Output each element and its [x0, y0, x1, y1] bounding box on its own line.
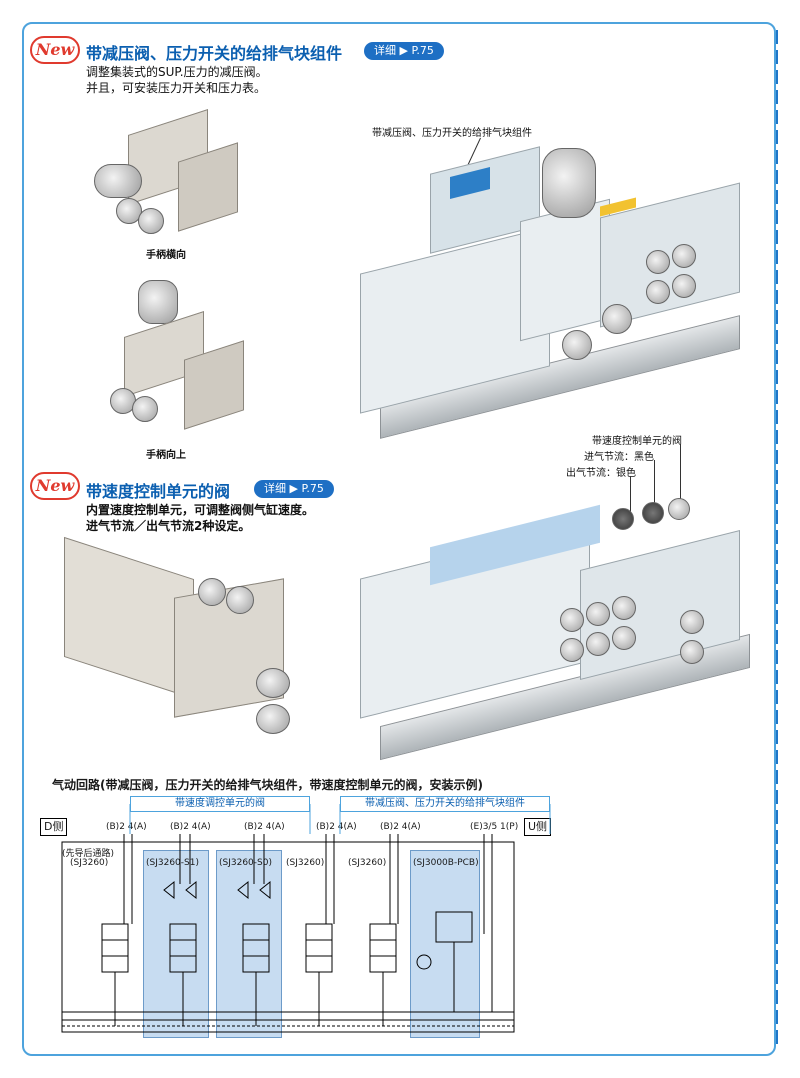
unit-highlight-sj3260-s0: [216, 850, 282, 1038]
manifold-with-regulator-image: [350, 140, 750, 439]
section-title-regulator: 带减压阀、压力开关的给排气块组件: [86, 44, 343, 63]
port-label: (B)2 4(A): [316, 822, 357, 832]
unit-label: (SJ3260-S0): [219, 858, 272, 868]
caption-handle-horizontal: 手柄横向: [146, 250, 186, 261]
callout-meter-out: 出气节流：银色: [566, 468, 636, 479]
unit-highlight-sj3260-s1: [143, 850, 209, 1038]
detail-link-speed-control[interactable]: 详细 ▶ P.75: [254, 480, 334, 498]
circuit-title: 气动回路(带减压阀，压力开关的给排气块组件，带速度控制单元的阀，安装示例): [52, 778, 483, 792]
side-label-u: U侧: [524, 818, 552, 836]
detail-link-regulator[interactable]: 详细 ▶ P.75: [364, 42, 444, 60]
port-label: (E)3/5 1(P): [470, 822, 519, 832]
section-title-speed-control: 带速度控制单元的阀: [86, 482, 231, 501]
desc-line: 进气节流／出气节流2种设定。: [86, 519, 251, 533]
regulator-handle-horizontal-image: [88, 109, 248, 242]
port-label: (B)2 4(A): [170, 822, 211, 832]
unit-highlight-sj3000b-pcb: [410, 850, 480, 1038]
port-label: (B)2 4(A): [244, 822, 285, 832]
unit-label: (SJ3260): [348, 858, 387, 868]
desc-line: 并且，可安装压力开关和压力表。: [86, 81, 267, 95]
port-label: (B)2 4(A): [106, 822, 147, 832]
unit-label: (SJ3260): [286, 858, 325, 868]
port-label: (B)2 4(A): [380, 822, 421, 832]
desc-line: 调整集装式的SUP.压力的减压阀。: [86, 65, 268, 79]
caption-handle-up: 手柄向上: [146, 450, 186, 461]
unit-label: (SJ3260): [70, 858, 109, 868]
callout-speed-valve: 带速度控制单元的阀: [592, 436, 682, 447]
unit-label: (SJ3260-S1): [146, 858, 199, 868]
side-label-d: D侧: [40, 818, 68, 836]
manifold-with-speed-valve-image: [350, 490, 760, 761]
circuit-lines: [61, 804, 551, 1033]
regulator-icon: [542, 148, 596, 218]
pilot-note: (先导后通路): [62, 849, 115, 859]
desc-line: 内置速度控制单元，可调整阀侧气缸速度。: [86, 503, 315, 517]
new-badge: New: [30, 472, 80, 500]
page-side-marker: [776, 30, 778, 1050]
speed-control-valve-image: [64, 536, 304, 748]
unit-label: (SJ3000B-PCB): [413, 858, 479, 868]
new-badge: New: [30, 36, 80, 64]
regulator-handle-up-image: [104, 280, 254, 430]
pneumatic-circuit-diagram: 带速度调控单元的阀 带减压阀、压力开关的给排气块组件 D侧 U侧 (B)2 4(…: [40, 794, 760, 1044]
callout-regulator-block: 带减压阀、压力开关的给排气块组件: [372, 128, 532, 139]
callout-meter-in: 进气节流：黑色: [584, 452, 654, 463]
